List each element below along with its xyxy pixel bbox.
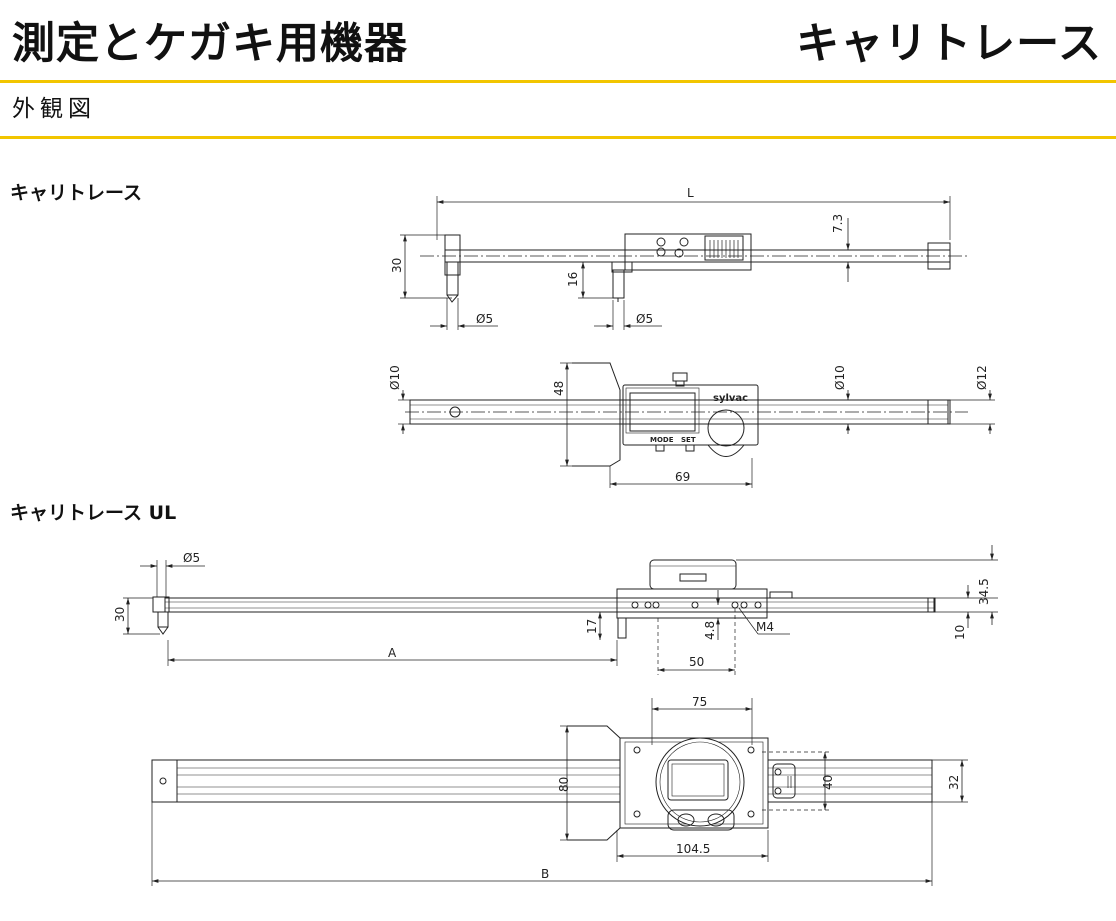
dim-ul-75: 75: [692, 695, 707, 709]
subtitle-rule: [0, 136, 1116, 139]
page-title: 測定とケガキ用機器: [12, 19, 408, 69]
dim-ul-34-5: 34.5: [977, 578, 991, 605]
dim-30: 30: [390, 258, 404, 273]
dim-ul-50: 50: [689, 655, 704, 669]
set-label: SET: [681, 436, 696, 444]
dim-ul-phi5: Ø5: [183, 551, 200, 565]
dim-7-3: 7.3: [831, 214, 845, 233]
dim-phi12: Ø12: [975, 365, 989, 390]
caliper-top-view: [398, 362, 995, 488]
dim-16: 16: [566, 272, 580, 287]
dim-ul-10: 10: [953, 625, 967, 640]
dim-phi10-a: Ø10: [388, 365, 402, 390]
caliper-ul-heading: キャリトレース UL: [10, 502, 177, 524]
dim-phi5-a: Ø5: [476, 312, 493, 326]
dim-phi10-b: Ø10: [833, 365, 847, 390]
dim-ul-30: 30: [113, 607, 127, 622]
dim-48: 48: [552, 381, 566, 396]
dim-69: 69: [675, 470, 690, 484]
brand-label: sylvac: [713, 393, 748, 404]
caliper-heading: キャリトレース: [10, 182, 143, 204]
dim-ul-4-8: 4.8: [703, 621, 717, 640]
caliper-side-view: [400, 196, 968, 330]
product-title: キャリトレース: [796, 19, 1102, 69]
dim-ul-17: 17: [585, 619, 599, 634]
dim-A: A: [388, 646, 397, 660]
dim-B: B: [541, 867, 549, 881]
caliper-ul-top-view: [151, 698, 968, 886]
header-rule: [0, 80, 1116, 83]
section-subtitle: 外観図: [12, 96, 96, 122]
dim-ul-40: 40: [821, 775, 835, 790]
dim-L: L: [687, 186, 694, 200]
dim-ul-104-5: 104.5: [676, 842, 710, 856]
caliper-ul-side-view: [123, 545, 998, 675]
dim-ul-80: 80: [557, 777, 571, 792]
mode-label: MODE: [650, 436, 674, 444]
dim-ul-32: 32: [947, 775, 961, 790]
dim-phi5-b: Ø5: [636, 312, 653, 326]
dim-M4: M4: [756, 620, 774, 634]
